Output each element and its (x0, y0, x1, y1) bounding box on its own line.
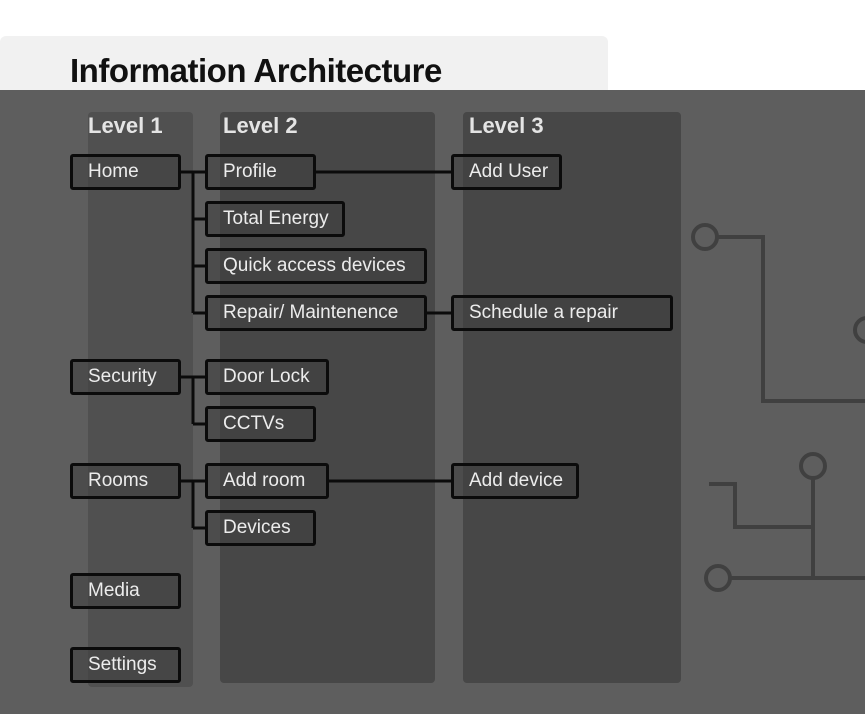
node-quick-access-devices[interactable]: Quick access devices (205, 248, 427, 284)
node-schedule-repair[interactable]: Schedule a repair (451, 295, 673, 331)
node-door-lock[interactable]: Door Lock (205, 359, 329, 395)
node-media[interactable]: Media (70, 573, 181, 609)
level-2-heading: Level 2 (223, 113, 298, 138)
node-settings[interactable]: Settings (70, 647, 181, 683)
node-rooms[interactable]: Rooms (70, 463, 181, 499)
node-add-user[interactable]: Add User (451, 154, 562, 190)
level-3-heading: Level 3 (469, 113, 544, 138)
node-security[interactable]: Security (70, 359, 181, 395)
page-title: Information Architecture (70, 52, 442, 89)
node-devices[interactable]: Devices (205, 510, 316, 546)
circuit-trace (709, 482, 813, 529)
node-home[interactable]: Home (70, 154, 181, 190)
circuit-node-icon (853, 316, 865, 344)
level-1-heading: Level 1 (88, 113, 163, 138)
node-add-device[interactable]: Add device (451, 463, 579, 499)
node-add-room[interactable]: Add room (205, 463, 329, 499)
node-cctvs[interactable]: CCTVs (205, 406, 316, 442)
circuit-trace (717, 235, 865, 403)
node-repair-maintenance[interactable]: Repair/ Maintenence (205, 295, 427, 331)
node-profile[interactable]: Profile (205, 154, 316, 190)
node-total-energy[interactable]: Total Energy (205, 201, 345, 237)
level-3-column (463, 112, 681, 683)
